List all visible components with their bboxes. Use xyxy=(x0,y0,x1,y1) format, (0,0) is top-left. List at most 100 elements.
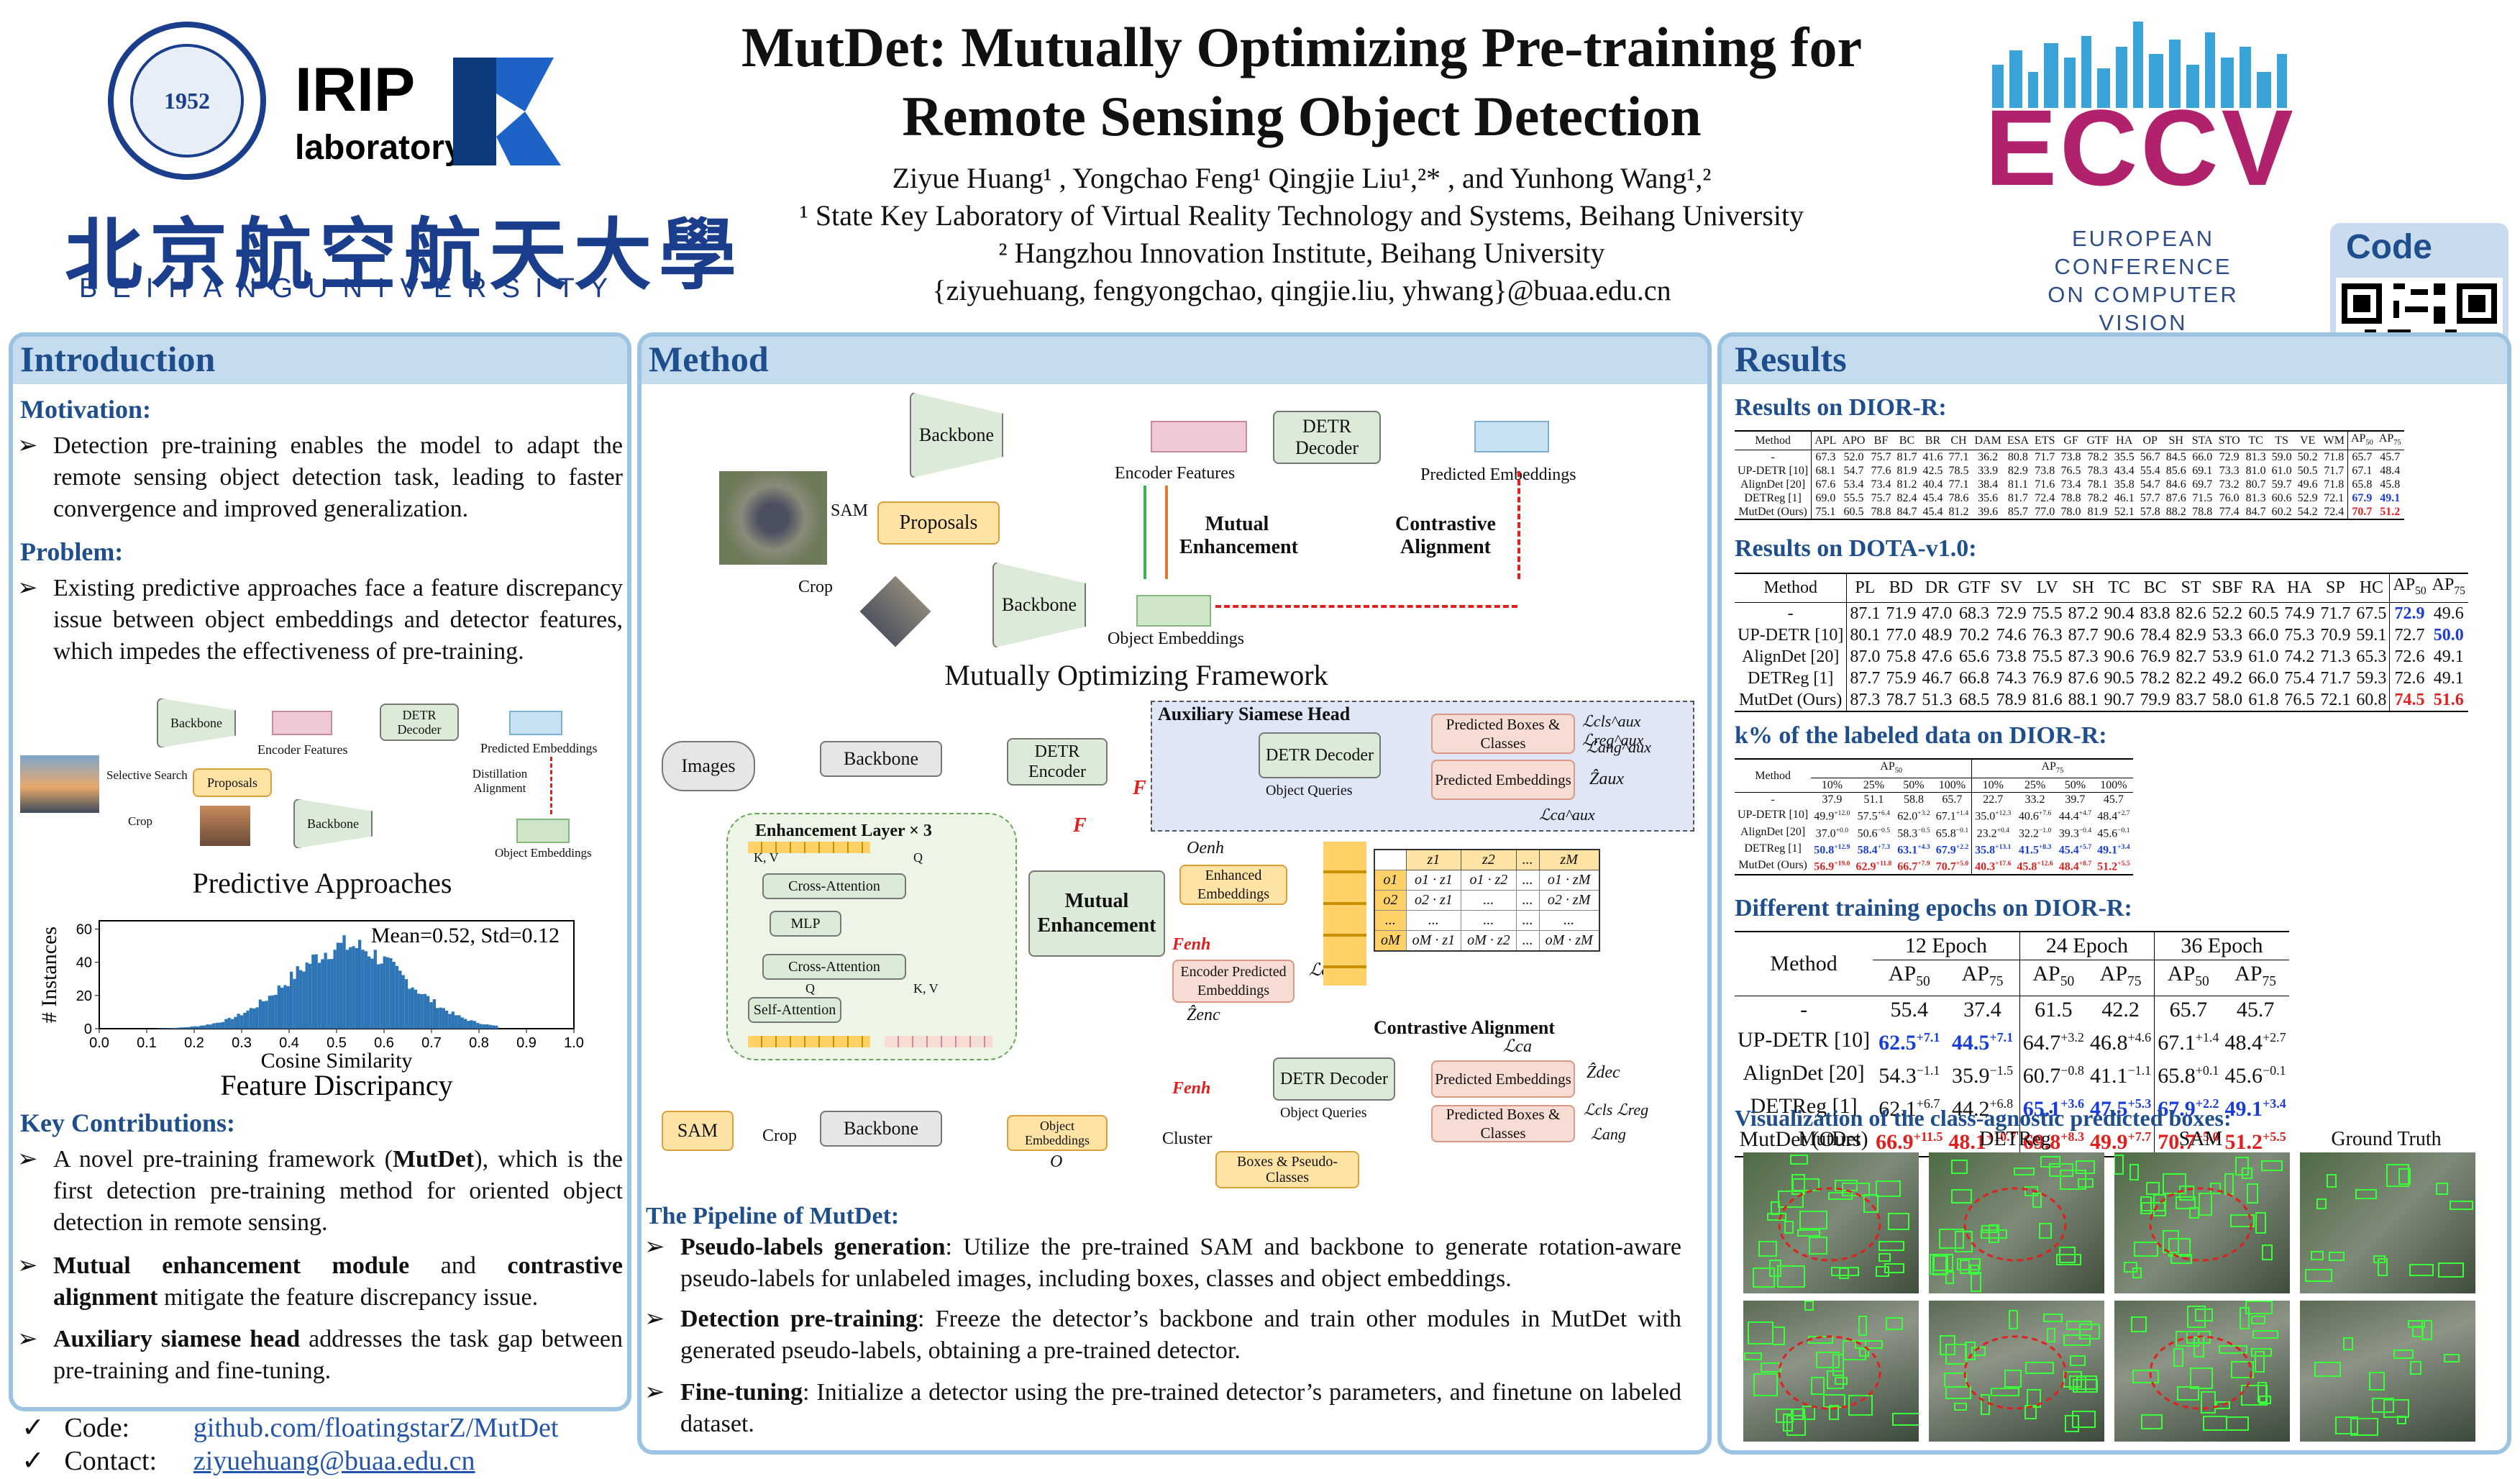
table-cell: 55.4 xyxy=(1873,996,1946,1024)
predicted-box xyxy=(1888,1213,1909,1230)
code-link[interactable]: github.com/floatingstarZ/MutDet xyxy=(193,1413,559,1443)
table-cell: 48.4 xyxy=(2380,465,2401,478)
hist-bar xyxy=(265,1001,268,1029)
table-cell: 77.6 xyxy=(1871,465,1891,478)
irip-mark-icon xyxy=(453,58,561,165)
hist-bar xyxy=(383,956,386,1029)
matrix-cell: ... xyxy=(1515,930,1540,952)
table-cell: 51.6 xyxy=(2433,690,2464,709)
table-cell: 56.7 xyxy=(2137,450,2163,465)
object-embeddings-label: Object Embeddings xyxy=(495,846,592,860)
vis-column-label: Ground Truth xyxy=(2331,1128,2442,1150)
table-cell: 76.9 xyxy=(2032,668,2063,688)
table-cell: 42.5 xyxy=(1922,465,1943,478)
hist-bar xyxy=(485,1024,489,1029)
predicted-box xyxy=(2163,1173,2186,1194)
kpct-heading: k% of the labeled data on DIOR-R: xyxy=(1735,722,2107,749)
predicted-box xyxy=(2247,1183,2258,1203)
table-cell: 38.4 xyxy=(1978,478,1999,491)
predicted-box xyxy=(2378,1258,2388,1276)
table-cell: UP-DETR [10] xyxy=(1738,809,1809,822)
hist-bar xyxy=(234,1016,237,1029)
hist-bar xyxy=(271,995,275,1029)
hist-bar xyxy=(203,1025,206,1029)
highlight-ellipse xyxy=(1963,1335,2067,1410)
hist-bar xyxy=(333,950,337,1029)
encoder-pred-embeddings: Encoder Predicted Embeddings xyxy=(1172,960,1295,1003)
table-cell: 71.5 xyxy=(2192,492,2213,505)
boxes-pseudo-classes: Boxes & Pseudo-Classes xyxy=(1215,1151,1359,1188)
table-cell: 66.0 xyxy=(2248,625,2279,645)
table-cell: 37.0+0.0 xyxy=(1815,826,1849,839)
table-cell: 78.9 xyxy=(1996,690,2027,709)
table-cell: AlignDet [20] xyxy=(1740,825,1806,838)
table-header-cell: 25% xyxy=(1863,779,1885,792)
aux-detr-decoder: DETR Decoder xyxy=(1259,732,1381,778)
hist-xtick-label: 0.9 xyxy=(516,1035,537,1051)
table-cell: 84.7 xyxy=(1896,506,1917,519)
hist-bar xyxy=(252,1008,256,1029)
predicted-box xyxy=(2412,1326,2424,1337)
hist-bar xyxy=(339,942,343,1029)
table-cell: 67.1 xyxy=(2347,464,2376,478)
predicted-box xyxy=(1753,1268,1775,1288)
aux-loss-label: ℒcls^aux ℒreg^aux xyxy=(1582,712,1644,749)
table-header-cell: 50% xyxy=(2064,779,2086,792)
contact-link[interactable]: ziyuehuang@buaa.edu.cn xyxy=(193,1446,475,1476)
table-cell: 73.8 xyxy=(2035,465,2055,478)
pipeline-step-3: ➢Fine-tuning: Initialize a detector usin… xyxy=(644,1377,1681,1440)
hist-bar xyxy=(479,1024,483,1029)
hist-bar xyxy=(221,1021,225,1029)
predicted-box xyxy=(1878,1241,1904,1251)
predicted-box xyxy=(1933,1254,1953,1271)
top-detr-decoder: DETR Decoder xyxy=(1273,411,1381,464)
table-cell: 49.1+3.4 xyxy=(2097,842,2130,857)
hist-bar xyxy=(246,1010,250,1029)
vis-image xyxy=(1743,1301,1919,1442)
table-cell: 72.9 xyxy=(2215,450,2243,465)
predicted-box xyxy=(2076,1160,2095,1174)
top-sam-label: SAM xyxy=(831,501,869,520)
hist-bar xyxy=(199,1025,203,1029)
table-cell: MutDet (Ours) xyxy=(1739,1127,1868,1151)
aux-head-region xyxy=(1151,701,1694,832)
matrix-cell: o1 · z1 xyxy=(1405,870,1462,891)
predicted-box xyxy=(1843,1340,1866,1360)
vis-column-label: SAM xyxy=(2178,1128,2223,1150)
table-cell: 72.9 xyxy=(1993,601,2030,624)
table-cell: 44.2+6.8 xyxy=(1951,1096,2014,1121)
predicted-box xyxy=(1842,1183,1870,1196)
bullet-arrow-icon: ➢ xyxy=(17,432,38,459)
predicted-box xyxy=(2444,1354,2460,1362)
table-cell: 84.5 xyxy=(2163,450,2189,465)
table-cell: 47.5+5.3 xyxy=(2089,1096,2152,1121)
predicted-box xyxy=(1884,1263,1904,1273)
table-cell: 78.7 xyxy=(1886,690,1917,709)
table-cell: 81.6 xyxy=(2032,690,2063,709)
table-cell: 51.2+5.5 xyxy=(2097,860,2130,873)
predicted-box xyxy=(2004,1370,2022,1388)
table-cell: 69.1 xyxy=(2192,465,2213,478)
hist-bar xyxy=(349,947,352,1029)
z-dec-label: Ẑdec xyxy=(1587,1063,1620,1082)
vis-image xyxy=(2300,1301,2475,1442)
table-header-cell: WM xyxy=(2323,434,2345,447)
table-cell: 60.5 xyxy=(1843,506,1864,519)
table-header-cell: RA xyxy=(2251,578,2276,598)
table-cell: 42.2 xyxy=(2086,996,2155,1024)
hist-bar xyxy=(286,986,290,1029)
predicted-box xyxy=(2327,1174,2337,1188)
proposals-label: Proposals xyxy=(206,775,257,790)
table-cell: 45.4+5.7 xyxy=(2058,842,2092,857)
table-cell: 81.9 xyxy=(2087,506,2108,519)
table-header-cell: ETS xyxy=(2035,434,2055,447)
l-ca-label-2: ℒca xyxy=(1503,1037,1532,1056)
matrix-cell: ... xyxy=(1515,870,1540,891)
hist-bar xyxy=(324,952,327,1029)
predicted-box xyxy=(2421,1320,2432,1340)
table-cell: 75.3 xyxy=(2284,625,2315,645)
f-symbol-2: F xyxy=(1073,814,1087,837)
